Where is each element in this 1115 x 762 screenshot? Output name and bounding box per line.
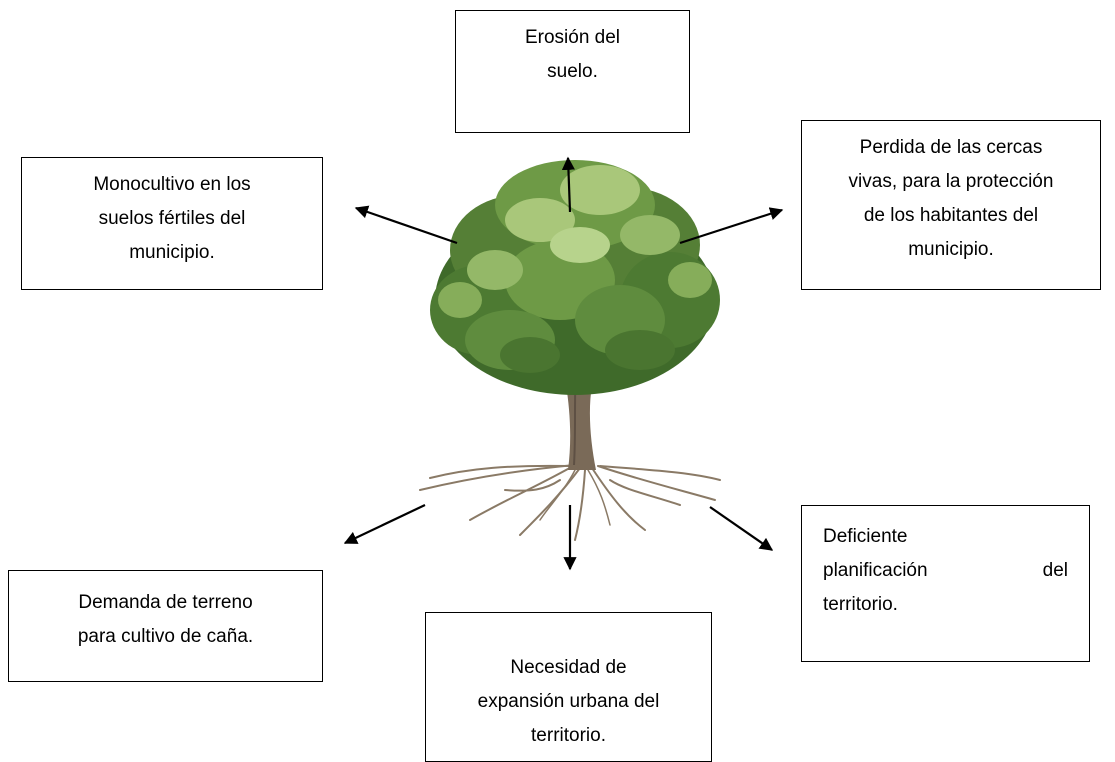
box-text-line: territorio. [823,594,898,615]
arrow-to-monocultivo [354,205,458,245]
box-text-line: territorio. [531,725,606,746]
box-text-line: Monocultivo en los [93,174,251,195]
box-erosion-del-suelo: Erosión del suelo. [455,10,690,133]
tree-illustration [419,160,721,541]
arrow-to-perdida [679,207,784,245]
box-text-line: Necesidad de [510,657,627,678]
box-text-line: de los habitantes del [863,205,1039,226]
box-text-line: Demanda de terreno [78,592,253,613]
box-text-line: municipio. [129,242,215,263]
box-text-line: vivas, para la protección [848,171,1054,192]
box-text-line: expansión urbana del [477,691,660,712]
box-text-line: Perdida de las cercas [859,137,1043,158]
box-text-line: Deficiente [823,526,908,547]
box-text-line: para cultivo de caña. [77,626,254,647]
box-text-line: municipio. [908,239,994,260]
box-demanda-terreno: Demanda de terreno para cultivo de caña. [8,570,323,682]
arrow-to-erosion [561,156,576,213]
arrow-to-demanda [343,504,426,544]
box-perdida-cercas-vivas: Perdida de las cercas vivas, para la pro… [801,120,1101,290]
box-deficiente-planificacion: Deficiente planificación del territorio. [801,505,1090,662]
box-text-word: del [1042,560,1068,581]
box-text-line: Erosión del [524,27,621,48]
box-text-line: suelos fértiles del [98,208,246,229]
arrow-to-deficiente [709,506,774,551]
box-text-line-justified: planificación del [823,554,1068,588]
arrows [343,156,784,571]
tree-roots [419,464,721,541]
box-text-line: suelo. [547,61,598,82]
box-monocultivo: Monocultivo en los suelos fértiles del m… [21,157,323,290]
box-text-word: planificación [823,560,928,581]
tree-foliage [430,160,720,395]
box-necesidad-expansion: Necesidad de expansión urbana del territ… [425,612,712,762]
